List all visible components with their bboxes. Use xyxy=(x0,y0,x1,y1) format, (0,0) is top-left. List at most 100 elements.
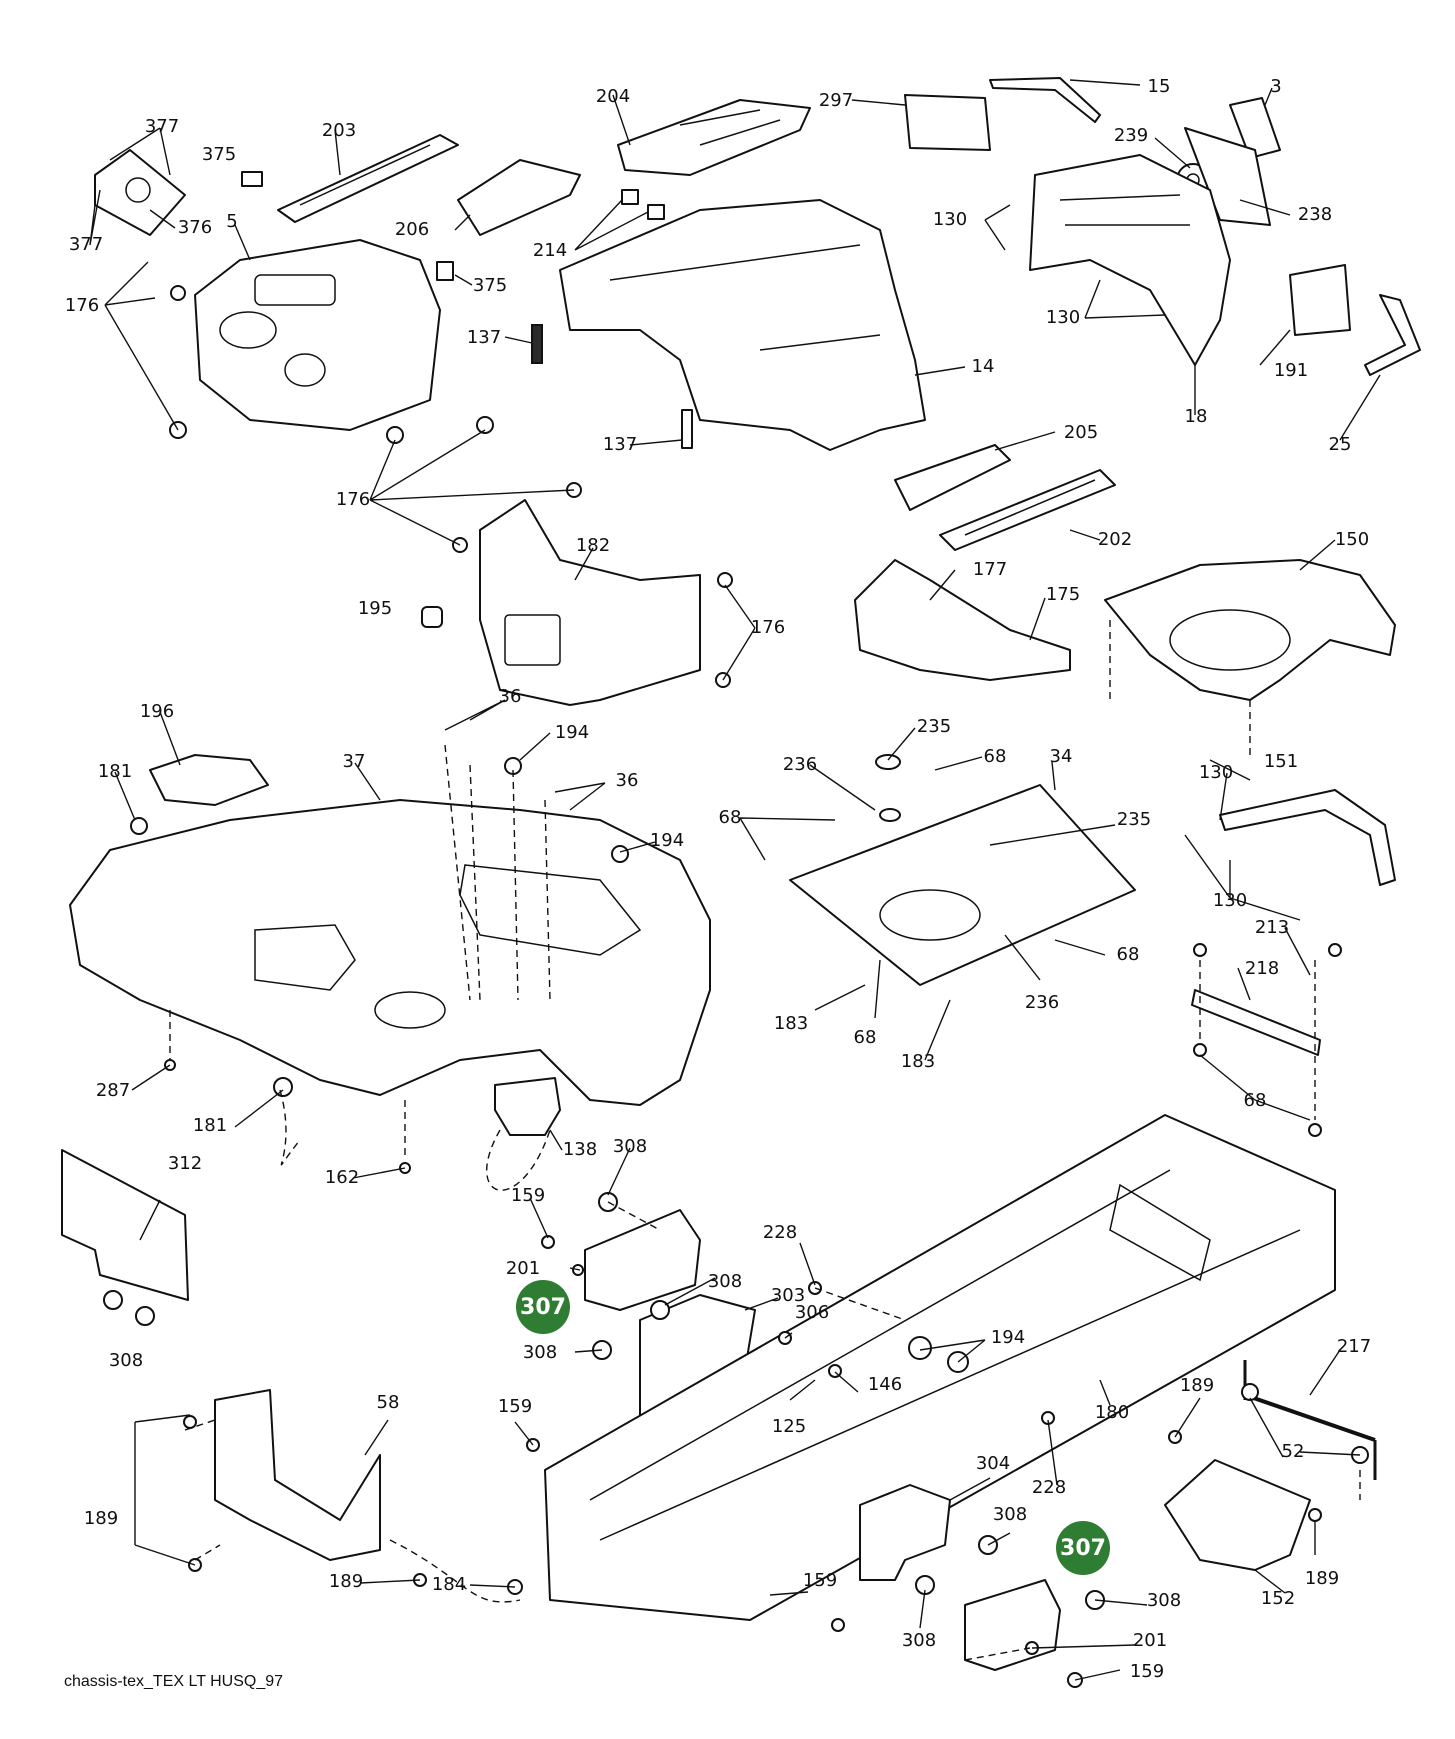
callout-label: 68 xyxy=(1117,944,1140,965)
part-312-plate xyxy=(61,1149,189,1301)
callout-label: 137 xyxy=(603,434,637,455)
callout-label: 125 xyxy=(772,1416,806,1437)
callout-label: 303 xyxy=(771,1285,805,1306)
callout-label: 189 xyxy=(1305,1568,1339,1589)
callout-label: 201 xyxy=(1133,1630,1167,1651)
callout-label: 177 xyxy=(973,559,1007,580)
callout-label: 180 xyxy=(1095,1402,1129,1423)
drawing-label: chassis-tex_TEX LT HUSQ_97 xyxy=(64,1673,284,1690)
part-180-frame xyxy=(544,1114,1336,1621)
part-205 xyxy=(894,444,1011,511)
callout-label: 308 xyxy=(993,1504,1027,1525)
part-206 xyxy=(457,159,581,236)
alignment-lines xyxy=(169,620,1361,1661)
callout-label: 159 xyxy=(803,1570,837,1591)
callout-label: 52 xyxy=(1282,1441,1305,1462)
part-14-hood xyxy=(559,199,926,451)
callout-label: 150 xyxy=(1335,529,1369,550)
callout-label: 130 xyxy=(1213,890,1247,911)
callout-label: 312 xyxy=(168,1153,202,1174)
callout-label: 228 xyxy=(763,1222,797,1243)
part-218-bar xyxy=(1191,989,1321,1056)
callout-label: 183 xyxy=(901,1051,935,1072)
callout-label: 184 xyxy=(432,1574,466,1595)
callout-label: 159 xyxy=(498,1396,532,1417)
callout-label: 36 xyxy=(616,770,639,791)
part-377-bracket xyxy=(94,149,186,236)
callout-label: 37 xyxy=(343,751,366,772)
callout-label: 68 xyxy=(984,746,1007,767)
callout-label: 236 xyxy=(1025,992,1059,1013)
callout-label: 68 xyxy=(1244,1090,1267,1111)
part-375-clip xyxy=(241,171,263,187)
callout-label: 228 xyxy=(1032,1477,1066,1498)
callout-label: 297 xyxy=(819,90,853,111)
callout-label: 58 xyxy=(377,1392,400,1413)
part-152-bracket xyxy=(1164,1459,1311,1571)
callout-label: 25 xyxy=(1329,434,1352,455)
part-34-plate xyxy=(789,784,1136,986)
callout-label: 182 xyxy=(576,535,610,556)
callout-label: 189 xyxy=(1180,1375,1214,1396)
callout-label: 375 xyxy=(473,275,507,296)
callout-label: 203 xyxy=(322,120,356,141)
callout-label: 377 xyxy=(69,234,103,255)
highlight-badge[interactable] xyxy=(516,1280,570,1334)
callout-label: 308 xyxy=(613,1136,647,1157)
callout-label: 308 xyxy=(109,1350,143,1371)
callout-label: 308 xyxy=(523,1342,557,1363)
callout-label: 194 xyxy=(650,830,684,851)
callout-label: 176 xyxy=(65,295,99,316)
callout-label: 308 xyxy=(708,1271,742,1292)
callout-label: 206 xyxy=(395,219,429,240)
part-150-shroud xyxy=(1104,559,1396,701)
callout-label: 205 xyxy=(1064,422,1098,443)
part-18-grille xyxy=(1029,154,1231,366)
callout-label: 239 xyxy=(1114,125,1148,146)
part-151-bracket xyxy=(1219,789,1396,886)
callout-label: 130 xyxy=(1199,762,1233,783)
callout-label: 214 xyxy=(533,240,567,261)
part-304-bracket xyxy=(859,1484,951,1581)
callout-label: 181 xyxy=(193,1115,227,1136)
callout-label: 308 xyxy=(902,1630,936,1651)
callout-label: 217 xyxy=(1337,1336,1371,1357)
part-307-plate-upper xyxy=(584,1209,701,1311)
part-15 xyxy=(989,77,1101,123)
callout-label: 162 xyxy=(325,1167,359,1188)
callout-labels: 377 377 376 375 5 176 203 206 375 137 20… xyxy=(65,76,1371,1682)
highlight-label: 307 xyxy=(1060,1536,1106,1561)
callout-label: 15 xyxy=(1148,76,1171,97)
callout-label: 204 xyxy=(596,86,630,107)
callout-label: 146 xyxy=(868,1374,902,1395)
callout-label: 306 xyxy=(795,1302,829,1323)
callout-label: 236 xyxy=(783,754,817,775)
callout-label: 152 xyxy=(1261,1588,1295,1609)
callout-label: 202 xyxy=(1098,529,1132,550)
callout-label: 201 xyxy=(506,1258,540,1279)
callout-label: 175 xyxy=(1046,584,1080,605)
callout-label: 176 xyxy=(336,489,370,510)
part-25 xyxy=(1364,294,1421,376)
highlight-badge[interactable] xyxy=(1056,1521,1110,1575)
part-204 xyxy=(617,99,811,176)
part-58-bracket xyxy=(214,1389,381,1561)
part-37-footrest xyxy=(69,799,711,1106)
callout-label: 151 xyxy=(1264,751,1298,772)
callout-label: 68 xyxy=(719,807,742,828)
part-3 xyxy=(1229,97,1281,159)
callout-label: 36 xyxy=(499,686,522,707)
highlighted-callouts: 307 307 xyxy=(516,1280,1110,1575)
callout-label: 304 xyxy=(976,1453,1010,1474)
part-203-bar xyxy=(277,134,459,223)
part-138-boot xyxy=(494,1077,561,1136)
callout-label: 376 xyxy=(178,217,212,238)
part-175-bracket xyxy=(854,559,1071,681)
callout-label: 137 xyxy=(467,327,501,348)
callout-label: 18 xyxy=(1185,406,1208,427)
callout-label: 194 xyxy=(991,1327,1025,1348)
highlight-label: 307 xyxy=(520,1295,566,1320)
part-191 xyxy=(1289,264,1351,336)
callout-label: 183 xyxy=(774,1013,808,1034)
